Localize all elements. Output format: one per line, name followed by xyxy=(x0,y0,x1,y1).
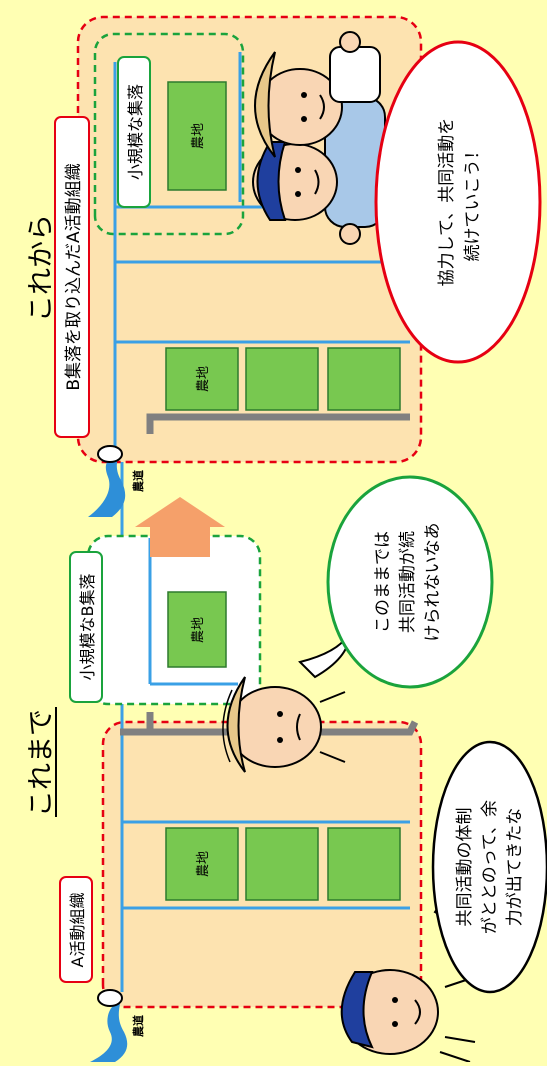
after-village-label-box xyxy=(117,56,151,208)
before-village-label-box xyxy=(69,551,103,703)
after-road xyxy=(146,413,410,434)
speech-a-line-3: 力が出てきたな xyxy=(505,808,525,927)
after-village-farmland-label: 農地 xyxy=(191,123,206,149)
speech-bubble-after: 協力して、共同活動を 続けていこう！ xyxy=(374,40,542,364)
after-village-label: 小規模な集落 xyxy=(126,84,145,180)
after-village-area xyxy=(93,32,245,236)
before-farmland-3 xyxy=(327,827,401,901)
after-village-farmland xyxy=(167,81,227,191)
before-heading: これまで xyxy=(26,709,57,817)
before-village-farmland xyxy=(167,591,227,668)
before-farmland-1 xyxy=(165,827,239,901)
speech-a-line-2: がととのって、余 xyxy=(480,800,500,934)
after-org-label: B集落を取り込んだA活動組織 xyxy=(64,163,84,390)
river-icon xyxy=(90,1004,128,1062)
before-section: これまで 農地 農道 A活動組織 xyxy=(26,212,547,1063)
before-farmland-label: 農地 xyxy=(196,851,211,877)
after-river-icon xyxy=(88,457,126,517)
farmer-b-icon xyxy=(222,676,346,773)
before-farmland-2 xyxy=(245,827,319,901)
transition-arrow-icon xyxy=(135,497,225,557)
speech-after-line-1: 協力して、共同活動を xyxy=(437,118,457,287)
after-farmland-label: 農地 xyxy=(196,366,211,392)
speech-after-line-2: 続けていこう！ xyxy=(463,143,483,262)
after-section: これから 農地 農地 農道 xyxy=(26,15,542,517)
speech-bubble-a: 共同活動の体制 がととのって、余 力が出てきたな xyxy=(431,740,547,994)
before-village-label: 小規模なB集落 xyxy=(78,574,97,681)
speech-b-line-1: このままでは xyxy=(373,531,393,633)
after-road-label: 農道 xyxy=(131,470,145,492)
before-org-label: A活動組織 xyxy=(68,893,87,968)
before-village-farmland-label: 農地 xyxy=(191,617,206,643)
farmer-pair-icon xyxy=(252,31,386,245)
after-org-label-box xyxy=(54,116,90,438)
speech-b-line-3: けられないなあ xyxy=(423,523,443,642)
before-org-label-box xyxy=(59,876,93,983)
before-farmland-plots: 農地 xyxy=(165,827,401,901)
after-farmland-plots: 農地 農地 xyxy=(165,81,401,411)
after-farmland-3 xyxy=(327,347,401,411)
before-village-canal xyxy=(148,538,238,686)
before-culvert xyxy=(97,989,123,1007)
speech-bubble-b: このままでは 共同活動が続 けられないなあ xyxy=(298,475,494,689)
after-farmland-1 xyxy=(165,347,239,411)
speech-a-line-1: 共同活動の体制 xyxy=(455,808,475,927)
after-farmland-2 xyxy=(245,347,319,411)
speech-b-line-2: 共同活動が続 xyxy=(398,531,418,633)
after-culvert xyxy=(97,445,123,463)
after-heading: これから xyxy=(26,214,57,322)
farmer-a-icon xyxy=(340,969,476,1063)
before-road-label: 農道 xyxy=(131,1015,145,1037)
